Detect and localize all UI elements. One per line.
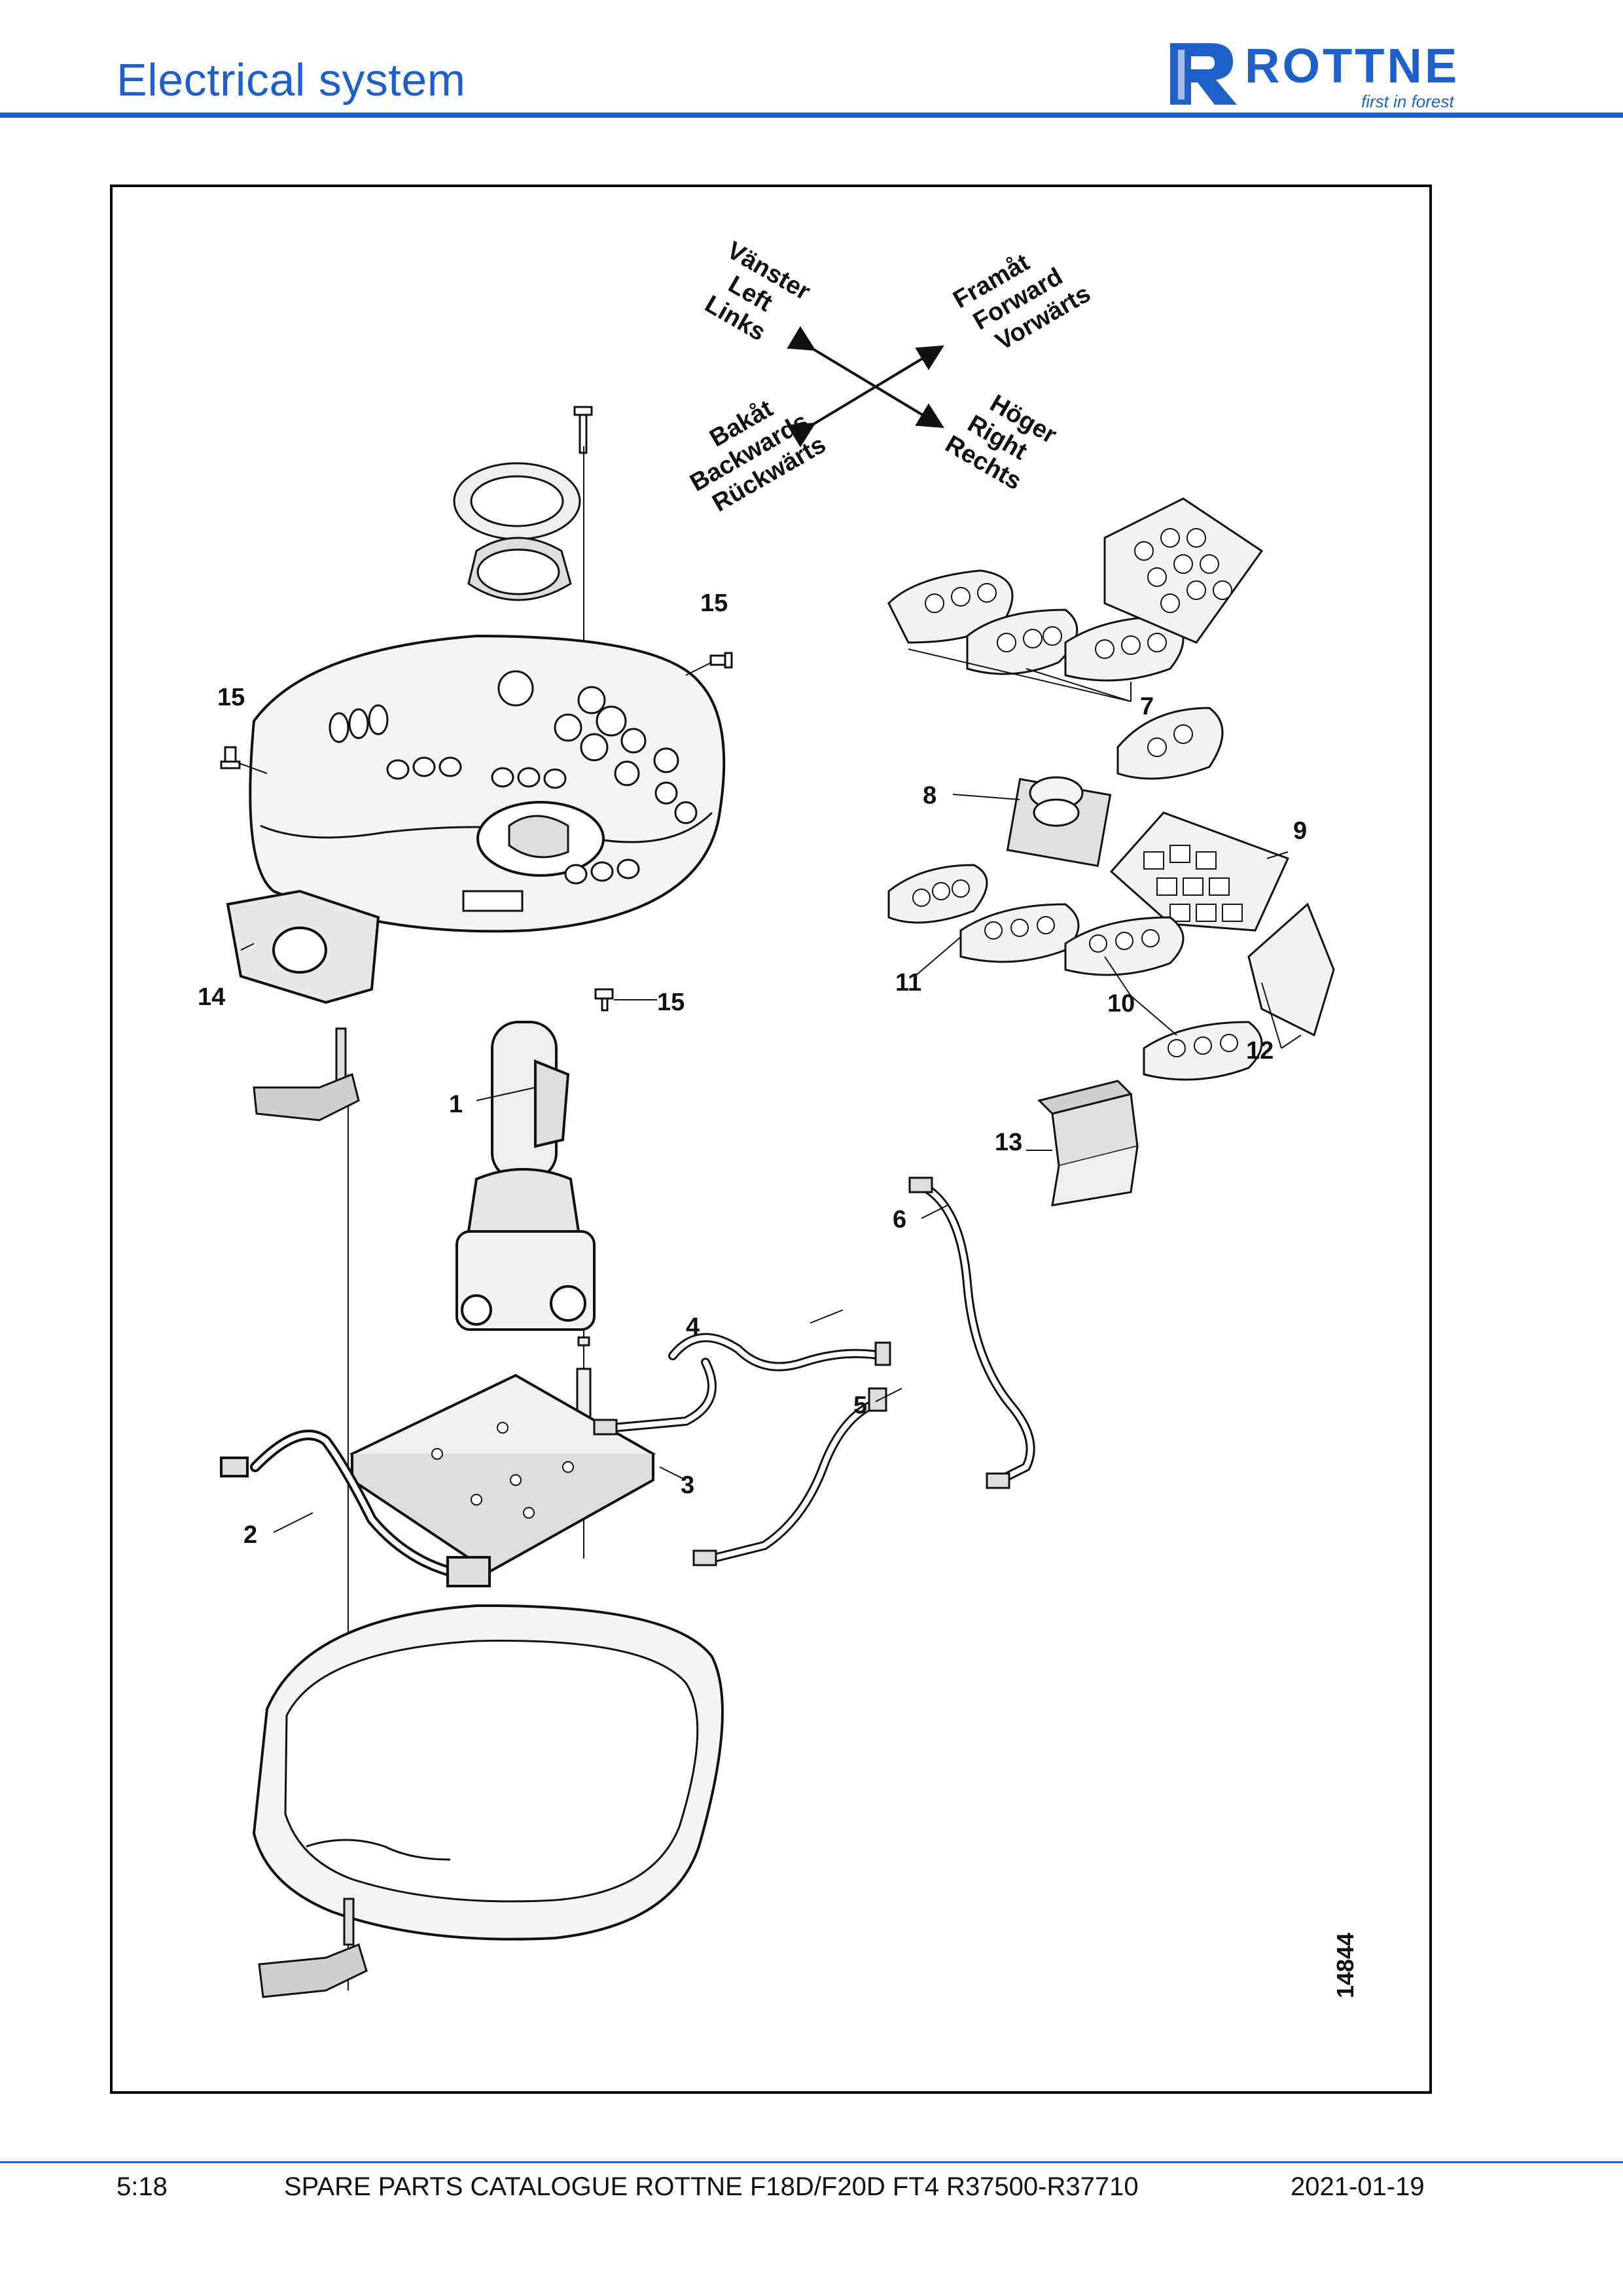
armrest-console <box>249 634 726 933</box>
figure-number: 14844 <box>1332 1933 1359 1998</box>
rottne-logo: ROTTNE first in forest <box>1165 31 1518 113</box>
switch-panel-11 <box>887 864 1080 977</box>
callout-15-left: 15 <box>217 684 245 711</box>
callout-11: 11 <box>895 969 921 997</box>
exploded-parts-diagram: Vänster Left Links Framåt Forward Vorwär… <box>198 236 1359 1998</box>
callout-14: 14 <box>198 983 225 1011</box>
callout-4: 4 <box>686 1313 700 1341</box>
page-number: 5:18 <box>116 2172 168 2201</box>
callout-numbers: 1 2 3 4 5 6 7 8 9 10 11 12 13 14 15 15 1… <box>198 590 1307 1549</box>
bottom-shell <box>252 1604 724 1941</box>
direction-indicator: Vänster Left Links Framåt Forward Vorwär… <box>686 236 1096 517</box>
callout-leaders <box>240 943 948 1533</box>
cable-5 <box>692 1387 887 1566</box>
cable-2 <box>220 1430 491 1587</box>
footer-rule <box>0 2161 1623 2163</box>
cable-4 <box>593 1333 891 1436</box>
console-button-holes <box>329 670 698 885</box>
page-title: Electrical system <box>116 54 466 105</box>
diagram-frame <box>110 185 1432 2094</box>
cable-6 <box>908 1176 1035 1489</box>
top-ring-assembly <box>453 406 593 601</box>
callout-10: 10 <box>1107 990 1135 1017</box>
rottne-r-mark-icon <box>1170 43 1237 105</box>
header-rule <box>0 113 1623 118</box>
callout-5: 5 <box>853 1392 867 1419</box>
rocker-switch-13 <box>1026 1080 1139 1207</box>
rotary-knob-8 <box>952 776 1112 868</box>
leader-lines-7 <box>908 648 1132 702</box>
callout-15-bottom: 15 <box>657 989 685 1016</box>
callout-2: 2 <box>243 1521 257 1549</box>
logo-wordmark: ROTTNE <box>1245 39 1460 93</box>
callout-9: 9 <box>1293 817 1307 845</box>
joystick-1 <box>455 1021 596 1331</box>
callout-12: 12 <box>1246 1037 1274 1065</box>
screw-15-bottom <box>594 988 657 1012</box>
keypad-9 <box>1109 811 1290 932</box>
document-date: 2021-01-19 <box>1291 2172 1425 2201</box>
screw-15-right <box>685 652 733 676</box>
screw-15-left <box>220 746 268 774</box>
callout-1: 1 <box>449 1091 463 1118</box>
lock-lever-lower <box>258 1898 368 1998</box>
callout-8: 8 <box>923 782 936 809</box>
callout-6: 6 <box>893 1206 906 1233</box>
document-title: SPARE PARTS CATALOGUE ROTTNE F18D/F20D F… <box>284 2172 1139 2201</box>
switch-panel-10 <box>1064 916 1263 1081</box>
logo-tagline: first in forest <box>1361 92 1454 111</box>
callout-13: 13 <box>995 1129 1022 1156</box>
callout-3: 3 <box>681 1472 694 1499</box>
callout-15-right: 15 <box>700 590 728 617</box>
lock-lever-upper <box>253 1027 360 1122</box>
button-panels-7 <box>887 497 1264 780</box>
bracket-12 <box>1247 902 1335 1049</box>
bracket-14 <box>226 889 380 1004</box>
callout-7: 7 <box>1140 693 1154 720</box>
